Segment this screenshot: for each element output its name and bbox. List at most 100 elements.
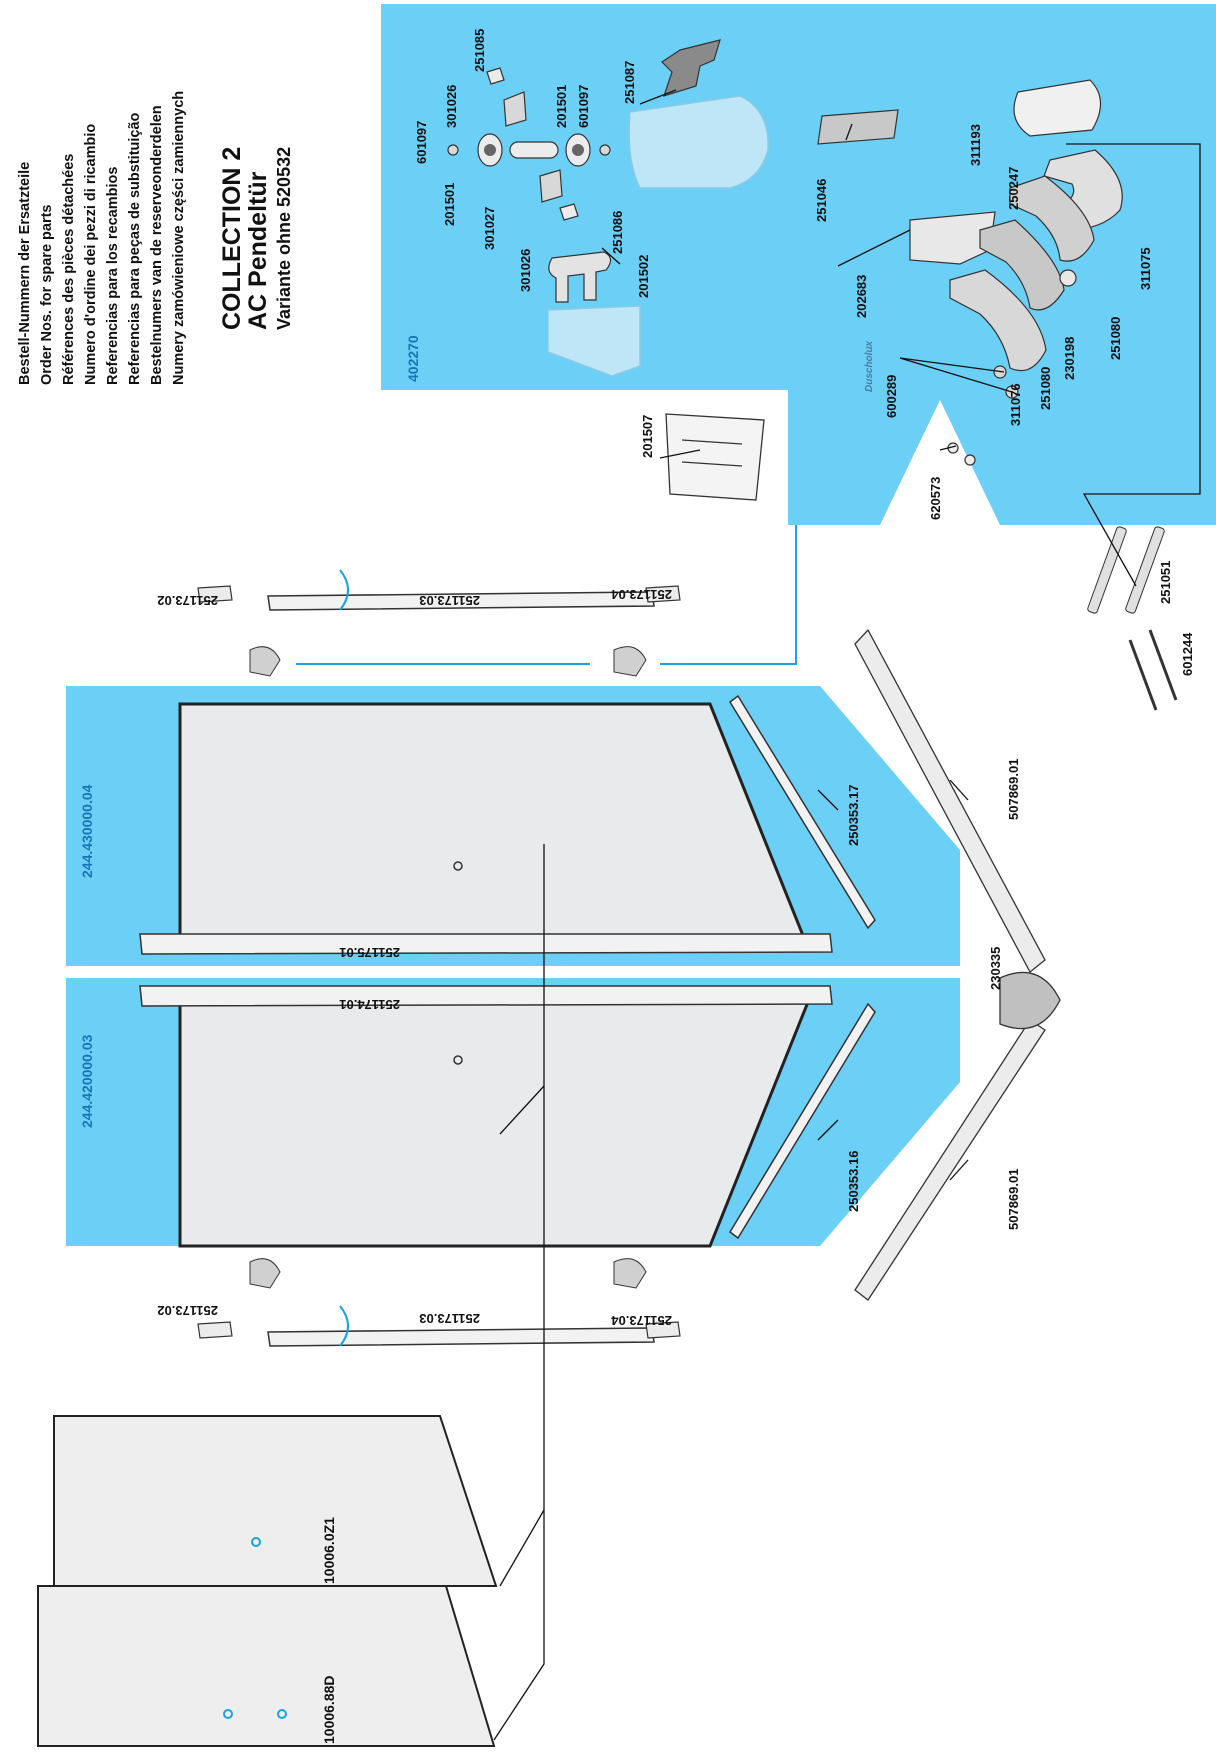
handle-parts-cluster: Duscholux	[817, 79, 1123, 466]
title-collection: COLLECTION 2	[218, 147, 246, 330]
part-label: 601097	[414, 121, 429, 164]
part-label: 250353.17	[846, 785, 861, 846]
part-label: 311193	[968, 124, 983, 166]
wall-profile-icon	[547, 305, 641, 377]
part-labels: 601097 201501 301026 251085 301027 30102…	[157, 29, 1195, 1744]
part-label: 251051	[1158, 561, 1173, 604]
part-label: 251175.01	[339, 945, 400, 960]
vertical-seal-left	[139, 933, 833, 955]
top-rail-lower	[267, 1327, 655, 1347]
part-label: 507869.01	[1006, 1169, 1021, 1230]
screw-icon	[1148, 629, 1178, 701]
rail-end-cap	[197, 585, 233, 603]
header-line: Numery zamówieniowe części zamiennych	[171, 91, 187, 385]
screw-icon	[447, 144, 459, 156]
kit-connector-line	[296, 525, 797, 665]
leader-lines	[493, 89, 1201, 1741]
header-line: Order Nos. for spare parts	[39, 205, 55, 386]
title-product: AC Pendeltür	[244, 171, 272, 330]
title-variant: Variante ohne 520532	[274, 147, 294, 330]
hinge-parts-cluster	[447, 39, 769, 377]
spare-glass-10006-88D	[37, 1585, 496, 1747]
glass-door-left	[178, 702, 811, 950]
dowel-icon	[1087, 526, 1127, 614]
cover-plate-icon	[661, 39, 721, 97]
gasket-icon	[539, 169, 563, 203]
part-label: 202683	[854, 275, 869, 318]
part-label: 250353.16	[846, 1151, 861, 1212]
part-label: 311076	[1008, 383, 1023, 426]
part-label: 600289	[884, 375, 899, 418]
brand-mark: Duscholux	[864, 340, 875, 392]
corner-connector-icon	[999, 971, 1061, 1030]
axle-pin-icon	[509, 141, 559, 159]
part-label: 251173.02	[157, 593, 218, 608]
vertical-seal-right	[139, 985, 833, 1007]
part-label: 251174.01	[339, 997, 400, 1012]
header-line: Numero d'ordine dei pezzi di ricambio	[83, 124, 99, 385]
part-label: 601097	[576, 85, 591, 128]
wall-fixings	[1087, 526, 1178, 711]
part-label: 251080	[1038, 367, 1053, 410]
part-label: 251085	[472, 29, 487, 72]
floor-profile-top	[854, 628, 1046, 973]
part-label: 311075	[1138, 247, 1153, 290]
rail-end-cap	[645, 1321, 681, 1339]
part-label: 251173.03	[419, 593, 480, 608]
spacer-icon	[486, 67, 505, 85]
header-block: Bestell-Nummern der Ersatzteile Order No…	[17, 91, 294, 385]
top-rail-upper	[267, 591, 655, 611]
part-label: 251087	[622, 61, 637, 104]
drip-rail-left	[729, 694, 876, 930]
cap-icon	[964, 454, 976, 466]
header-line: Bestelnumers van de reserveonderdelen	[149, 105, 165, 385]
mounting-bracket-icon	[548, 251, 612, 303]
part-label: 201507	[640, 415, 655, 458]
part-label: 251080	[1108, 317, 1123, 360]
hinge-body-icon	[628, 95, 769, 189]
part-label: 230335	[988, 947, 1003, 990]
part-label: 251173.04	[610, 1313, 672, 1328]
part-label: 301026	[444, 85, 459, 128]
fittings-kit-number: 402270	[405, 335, 421, 382]
screw-icon	[599, 144, 611, 156]
hinge-clip-icon	[249, 646, 281, 677]
header-line: Referencias para peças de substituição	[127, 112, 143, 385]
handle-part-icon	[949, 269, 1047, 372]
part-label: 601244	[1180, 632, 1195, 676]
part-label: 251046	[814, 179, 829, 222]
part-label: 507869.01	[1006, 759, 1021, 820]
hinge-clip-icon	[613, 1258, 647, 1289]
drip-rail-right	[729, 1002, 876, 1240]
part-label: 201501	[554, 85, 569, 128]
header-line: Referencias para los recambios	[105, 167, 121, 385]
washer-icon	[1059, 269, 1077, 287]
spare-glass-10006-0Z1	[53, 1415, 498, 1587]
cover-cap-icon	[817, 109, 899, 145]
clip-plate-icon	[909, 211, 996, 265]
dowel-icon	[1125, 526, 1165, 614]
header-line: Bestell-Nummern der Ersatzteile	[17, 162, 33, 385]
rail-end-cap	[645, 585, 681, 603]
part-label: 251173.04	[610, 587, 672, 602]
part-label: 250247	[1006, 167, 1021, 210]
spacer-icon	[559, 203, 579, 221]
part-label: 10006.88D	[321, 1675, 337, 1744]
hinge-clip-icon	[249, 1258, 281, 1289]
gasket-icon	[503, 91, 527, 127]
threshold-bracket-icon	[665, 413, 765, 501]
part-label: 251173.03	[419, 1311, 480, 1326]
part-label: 201502	[636, 255, 651, 298]
door-kit-number-left: 244.430000.04	[79, 784, 95, 878]
handle-part-icon	[979, 219, 1065, 311]
screw-icon	[1128, 639, 1158, 711]
rail-end-cap	[197, 1321, 233, 1339]
glass-door-right	[178, 1000, 811, 1248]
part-label: 10006.0Z1	[321, 1517, 337, 1584]
part-label: 251173.02	[157, 1303, 218, 1318]
part-label: 301026	[518, 249, 533, 292]
hinge-clip-icon	[613, 646, 647, 677]
header-line: Références des pièces détachées	[61, 154, 77, 385]
part-label: 201501	[442, 183, 457, 226]
